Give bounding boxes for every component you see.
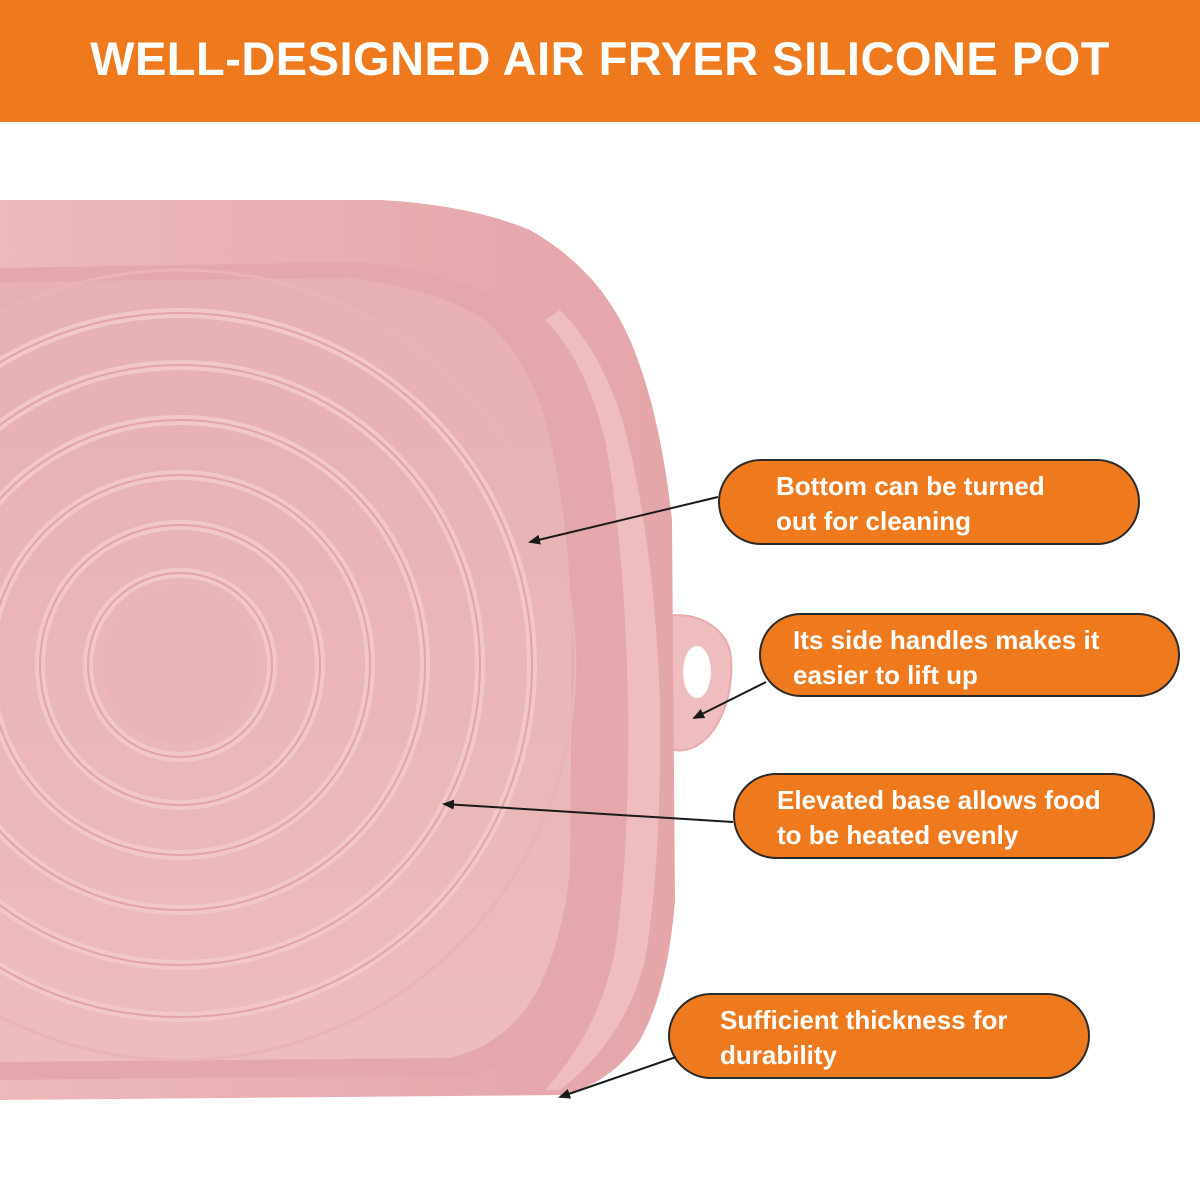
callout-thickness: Sufficient thickness for durability bbox=[668, 993, 1090, 1079]
header-banner: WELL-DESIGNED AIR FRYER SILICONE POT bbox=[0, 0, 1200, 122]
concentric-rings bbox=[0, 268, 577, 1062]
callout-bottom-turned-out: Bottom can be turned out for cleaning bbox=[718, 459, 1140, 545]
callout-elevated-base: Elevated base allows food to be heated e… bbox=[733, 773, 1155, 859]
callout-side-handles: Its side handles makes it easier to lift… bbox=[759, 613, 1180, 697]
page-title: WELL-DESIGNED AIR FRYER SILICONE POT bbox=[90, 31, 1110, 85]
